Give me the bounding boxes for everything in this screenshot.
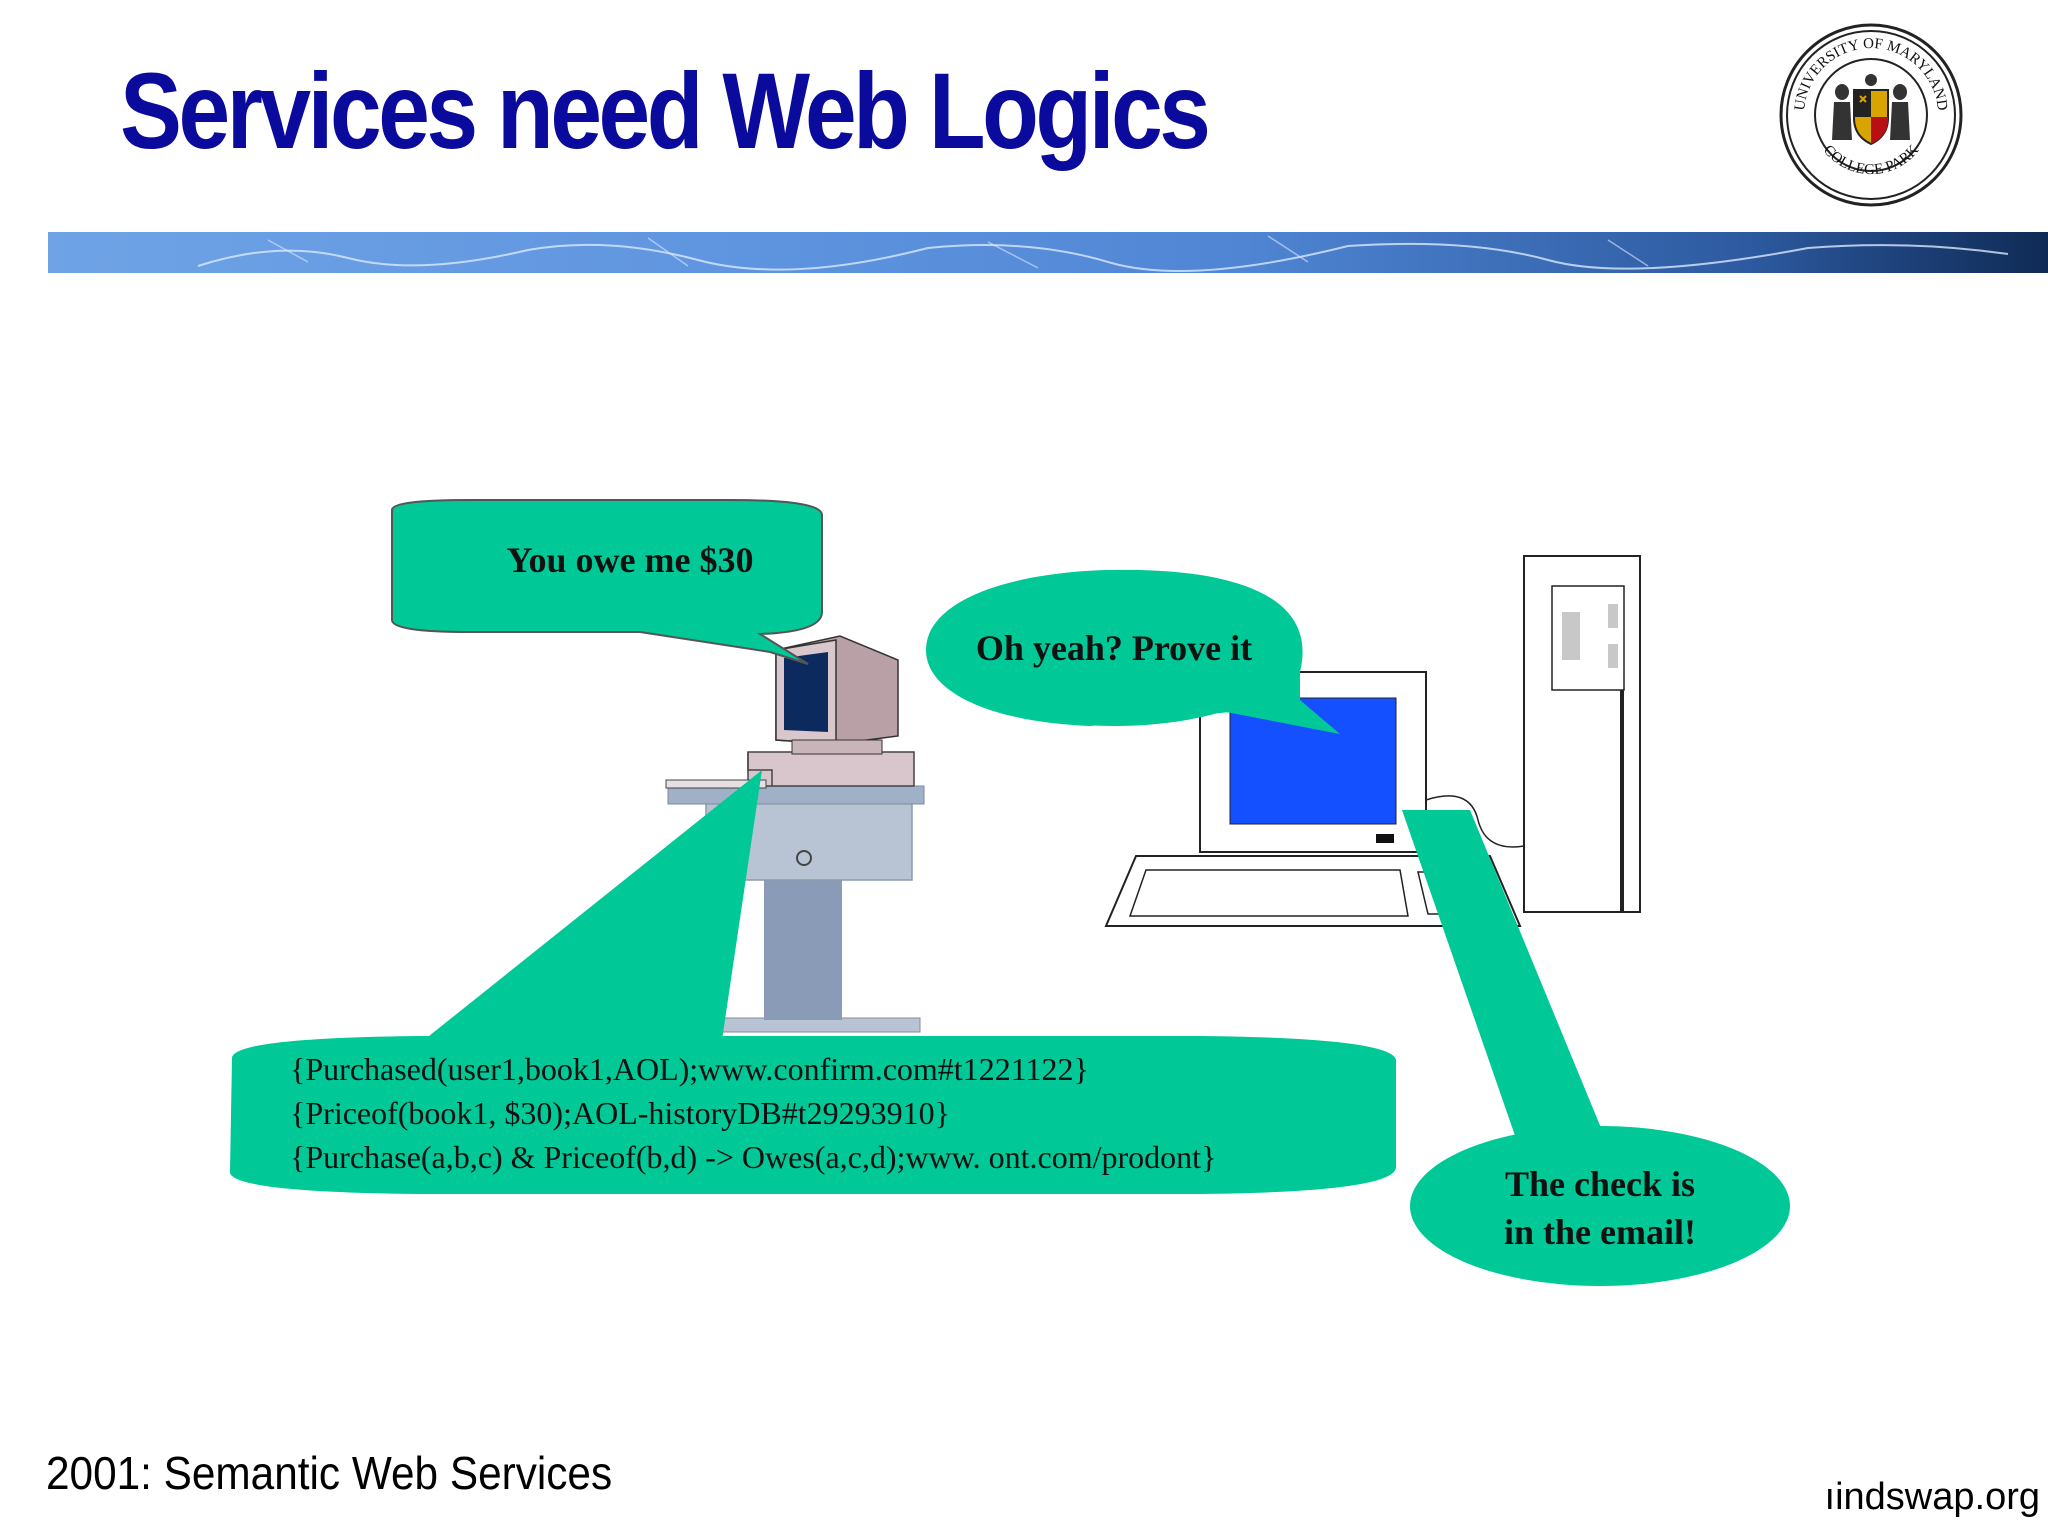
svg-text:{Purchased(user1,book1,AOL);ww: {Purchased(user1,book1,AOL);www.confirm.… <box>290 1051 1089 1087</box>
university-seal-logo: UNIVERSITY OF MARYLAND COLLEGE PARK <box>1779 23 1963 207</box>
svg-text:You owe me $30: You owe me $30 <box>507 540 754 580</box>
header-banner <box>48 232 2048 273</box>
svg-text:{Priceof(book1, $30);AOL-histo: {Priceof(book1, $30);AOL-historyDB#t2929… <box>290 1095 950 1131</box>
svg-text:in the email!: in the email! <box>1504 1212 1696 1252</box>
footer-url: ıindswap.org <box>1824 1476 2040 1518</box>
slide-title: Services need Web Logics <box>120 50 1211 171</box>
footer-citation: 2001: Semantic Web Services <box>46 1447 613 1499</box>
svg-text:{Purchase(a,b,c) & Priceof(b,: {Purchase(a,b,c) & Priceof(b,d) -> Owes(… <box>290 1139 1216 1175</box>
speech-bubble-check: The check is in the email! <box>1402 810 1790 1286</box>
speech-bubble-prove: Oh yeah? Prove it <box>926 569 1340 734</box>
svg-text:Oh yeah? Prove it: Oh yeah? Prove it <box>976 628 1252 668</box>
svg-text:The check is: The check is <box>1505 1164 1695 1204</box>
speech-bubble-owe: You owe me $30 <box>391 499 823 665</box>
logic-bubble: {Purchased(user1,book1,AOL);www.confirm.… <box>230 770 1396 1194</box>
left-computer-desk <box>665 635 925 1033</box>
